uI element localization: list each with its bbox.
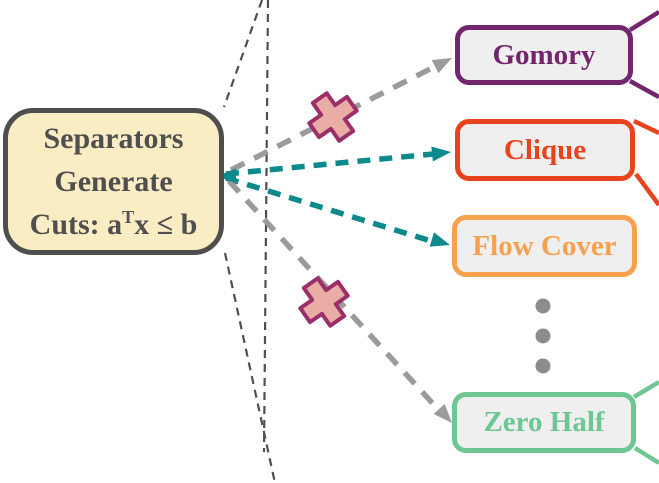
gomory-extension-top xyxy=(628,10,659,32)
cuts-formula-prefix: Cuts: a xyxy=(29,208,123,241)
funnel-line-vertical xyxy=(262,0,270,453)
gomory-box: Gomory xyxy=(455,25,633,85)
source-line-2: Generate xyxy=(54,165,173,198)
arrowhead-gomory-icon xyxy=(431,58,452,74)
zero-half-label: Zero Half xyxy=(483,406,605,438)
ellipsis-dot xyxy=(535,358,551,374)
flow-cover-label: Flow Cover xyxy=(472,229,617,262)
funnel-line-top xyxy=(222,0,264,108)
zero-half-extension-bottom xyxy=(633,446,659,465)
separators-generate-cuts-box: Separators Generate Cuts: aTx ≤ b xyxy=(3,108,224,255)
blocked-cross-icon-zero-half xyxy=(298,276,350,328)
gomory-label: Gomory xyxy=(492,38,596,71)
arrowhead-zero-half-icon xyxy=(433,403,452,423)
arrowhead-into-source-icon xyxy=(217,168,236,184)
zero-half-box: Zero Half xyxy=(452,392,636,453)
cuts-formula-superscript: T xyxy=(122,207,135,227)
arrowhead-clique-icon xyxy=(431,146,451,162)
clique-label: Clique xyxy=(503,133,587,166)
flow-cover-box: Flow Cover xyxy=(452,215,637,277)
source-line-3: Cuts: aTx ≤ b xyxy=(30,203,198,246)
more-separators-ellipsis-icon xyxy=(535,298,551,374)
clique-extension-bottom xyxy=(634,172,659,207)
blocked-cross-icon-gomory xyxy=(307,91,359,143)
arrow-to-clique xyxy=(225,151,434,177)
arrowhead-flow-cover-icon xyxy=(429,232,450,247)
arrow-to-flow-cover xyxy=(225,175,432,244)
gomory-extension-bottom xyxy=(628,79,659,99)
funnel-line-bottom xyxy=(223,252,277,483)
clique-extension-top xyxy=(633,118,659,136)
source-line-1: Separators xyxy=(43,122,184,155)
ellipsis-dot xyxy=(535,298,551,314)
zero-half-extension-top xyxy=(632,380,659,399)
ellipsis-dot xyxy=(535,328,551,344)
cuts-formula-suffix: x ≤ b xyxy=(134,208,198,241)
clique-box: Clique xyxy=(455,119,635,181)
